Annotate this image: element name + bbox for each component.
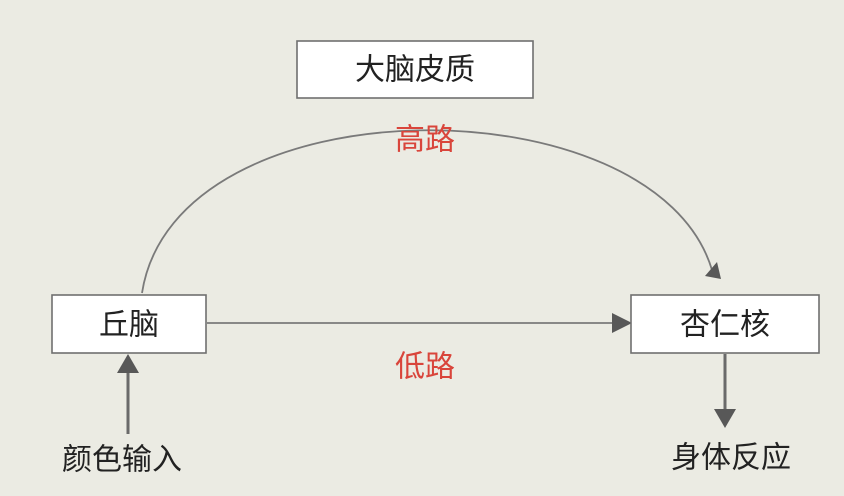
amygdala-label: 杏仁核 xyxy=(680,308,770,343)
low-road-label: 低路 xyxy=(395,350,455,385)
high-road-arc xyxy=(141,129,713,294)
cortex-label: 大脑皮质 xyxy=(355,53,475,88)
high-road-arrowhead xyxy=(705,262,721,279)
thalamus-label: 丘脑 xyxy=(99,308,159,343)
color-input-label: 颜色输入 xyxy=(62,443,182,478)
amygdala-box xyxy=(630,294,820,354)
amygdala-node: 杏仁核 xyxy=(630,294,820,354)
thalamus-node: 丘脑 xyxy=(51,294,207,354)
cortex-box xyxy=(296,40,534,99)
high-road-label: 高路 xyxy=(395,123,455,158)
body-response-label: 身体反应 xyxy=(671,441,791,476)
output-arrowhead xyxy=(714,409,736,428)
cortex-node: 大脑皮质 xyxy=(296,40,534,99)
low-road-arrowhead xyxy=(612,313,632,333)
thalamus-box xyxy=(51,294,207,354)
input-arrowhead xyxy=(117,354,139,373)
